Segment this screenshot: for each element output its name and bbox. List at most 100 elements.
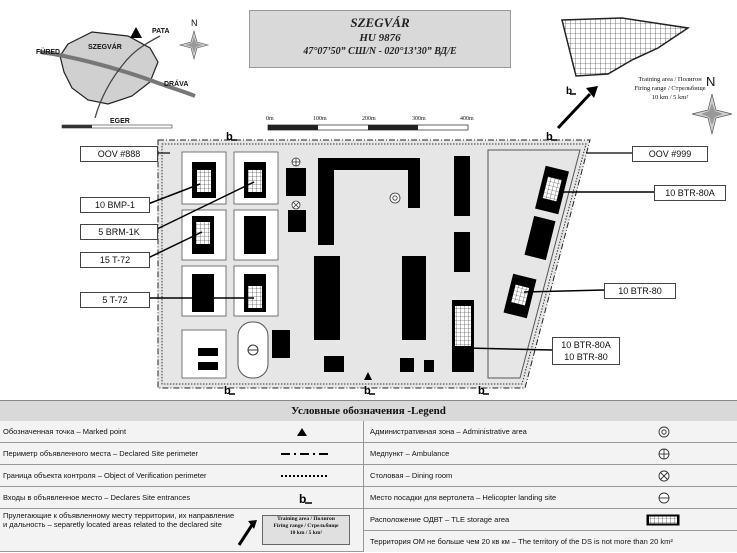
building-center-6 (324, 356, 344, 372)
training-area-label: Training area / Полигон Firing range / С… (625, 75, 715, 102)
small-building-1 (198, 348, 218, 356)
callout-btr-mix-line1: 10 BTR-80A (561, 340, 611, 350)
entrance-icon-top-right: b (546, 131, 557, 143)
building-center-1 (286, 168, 306, 196)
legend-training-line2: Firing range / Стрельбище (273, 523, 339, 529)
legend-tle-storage-icon (646, 514, 680, 526)
building-c1 (192, 274, 214, 312)
site-code: HU 9876 (359, 32, 401, 44)
entrance-icon-bottom-center: b (364, 385, 375, 397)
small-building-2 (198, 362, 218, 370)
legend-row-oov-perimeter: Граница объекта контроля – Object of Ver… (0, 465, 364, 487)
inset-scale-segment (62, 125, 92, 128)
legend-direction-arrow-icon (237, 520, 257, 546)
legend-label-marked-point: Обозначенная точка – Marked point (3, 427, 127, 436)
inset-label-drava: DRÁVA (164, 81, 189, 88)
svg-text:b: b (546, 131, 553, 143)
object-of-verification-perimeter (161, 143, 587, 385)
callout-t72-5: 5 T-72 (80, 292, 150, 308)
training-area-map: b (556, 17, 733, 135)
entrance-icon-top-left: b (226, 131, 237, 143)
legend-label-admin: Административная зона – Administrative a… (370, 427, 527, 436)
svg-text:b: b (364, 385, 371, 397)
training-direction-arrow (556, 92, 592, 130)
inset-label-szegvar: SZEGVÁR (88, 44, 122, 51)
legend-row-ambulance: Медпункт – Ambulance (364, 443, 737, 465)
inset-location-map (39, 27, 210, 129)
callout-btr80a: 10 BTR-80A (654, 185, 726, 201)
building-center-8 (424, 360, 434, 372)
training-label-line3: 10 km / 5 km² (651, 94, 689, 101)
callout-bmp: 10 BMP-1 (80, 197, 150, 213)
administrative-area-icon (389, 192, 401, 204)
inset-label-eger: EGER (110, 118, 130, 125)
legend-row-dining: Столовая – Dining room (364, 465, 737, 487)
scale-bar (267, 124, 469, 131)
administrative-building (318, 158, 420, 245)
training-area-shape (561, 17, 691, 77)
callout-btr80: 10 BTR-80 (604, 283, 676, 299)
legend-dining-icon (658, 470, 670, 482)
building-right-slant (524, 215, 556, 261)
leader-bmp (147, 183, 201, 205)
legend-label-tle-storage: Расположение ОДВТ – TLE storage area (370, 515, 510, 524)
legend-training-line3: 10 km / 5 km² (289, 530, 323, 536)
scale-label-100: 100m (313, 116, 327, 122)
svg-text:b: b (224, 385, 231, 397)
training-compass-icon (691, 93, 733, 135)
legend-label-entrances: Входы в объявленное место – Declares Sit… (3, 493, 191, 502)
callout-brm: 5 BRM-1K (80, 224, 158, 240)
legend-row-declared-perimeter: Периметр объявленного места – Declared S… (0, 443, 364, 465)
leader-btr-mix (465, 347, 553, 351)
inset-road-1 (39, 50, 196, 98)
building-center-5 (272, 330, 290, 358)
site-title-box: SZEGVÁR HU 9876 47°07’50” СШ/N - 020°13’… (249, 10, 511, 68)
legend-label-dining: Столовая – Dining room (370, 471, 453, 480)
legend-row-separate-areas: Прулегающие к объявленному месту террито… (0, 509, 364, 552)
legend-row-marked-point: Обозначенная точка – Marked point (0, 421, 364, 443)
legend-label-separate-areas-2: и дальность – separetly located areas re… (3, 520, 222, 529)
site-plan-map: b b b b b (147, 131, 654, 397)
legend-helipad-icon (658, 492, 670, 504)
legend-label-declared-perimeter: Периметр объявленного места – Declared S… (3, 449, 199, 458)
leader-btr80 (523, 289, 605, 293)
scale-label-400: 400m (460, 116, 474, 122)
legend-row-tle-storage: Расположение ОДВТ – TLE storage area (364, 509, 737, 531)
legend-title: Условные обозначения -Legend (0, 400, 737, 422)
legend-label-territory: Территория ОМ не больше чем 20 кв км – T… (370, 537, 673, 546)
scale-label-0: 0m (266, 116, 274, 122)
legend-marked-point-icon (297, 428, 307, 436)
legend-row-territory: Территория ОМ не больше чем 20 кв км – T… (364, 531, 737, 552)
building-right-1 (454, 156, 470, 216)
building-right-2 (454, 232, 470, 272)
building-center-7 (400, 358, 414, 372)
legend-label-separate-areas-1: Прулегающие к объявленному месту террито… (3, 511, 235, 520)
legend-label-helipad: Место посадки для вертолета – Helicopter… (370, 493, 557, 502)
callout-oov999: OOV #999 (632, 146, 708, 162)
training-entrance-symbol: b (566, 86, 572, 97)
site-coordinates: 47°07’50” СШ/N - 020°13’30” ВД/E (303, 46, 457, 57)
training-label-line2: Firing range / Стрельбище (634, 85, 706, 92)
callout-btr-mix-line2: 10 BTR-80 (564, 352, 608, 362)
inset-road-2 (94, 35, 161, 119)
legend-training-box: Training area / Полигон Firing range / С… (262, 515, 350, 545)
callout-btr-mix: 10 BTR-80A 10 BTR-80 (552, 337, 620, 365)
training-label-line1: Training area / Полигон (638, 76, 702, 83)
inset-label-pata: PATA (152, 28, 170, 35)
entrance-icon-bottom-right: b (478, 385, 489, 397)
building-center-4 (402, 256, 426, 340)
leader-t72-15 (147, 231, 203, 259)
inset-compass-icon (178, 29, 210, 61)
legend-row-admin: Административная зона – Administrative a… (364, 421, 737, 443)
inset-marker-triangle (130, 27, 142, 38)
legend-label-ambulance: Медпункт – Ambulance (370, 449, 450, 458)
entrance-icon-bottom-left: b (224, 385, 235, 397)
scale-label-300: 300m (412, 116, 426, 122)
svg-text:b: b (226, 131, 233, 143)
legend-dash-dot-line-icon (281, 453, 329, 455)
building-b2 (244, 216, 266, 254)
legend-dotted-line-icon (281, 475, 329, 477)
inset-label-fured: FÜRED (36, 49, 61, 56)
svg-text:b: b (478, 385, 485, 397)
callout-t72-15: 15 T-72 (80, 252, 150, 268)
